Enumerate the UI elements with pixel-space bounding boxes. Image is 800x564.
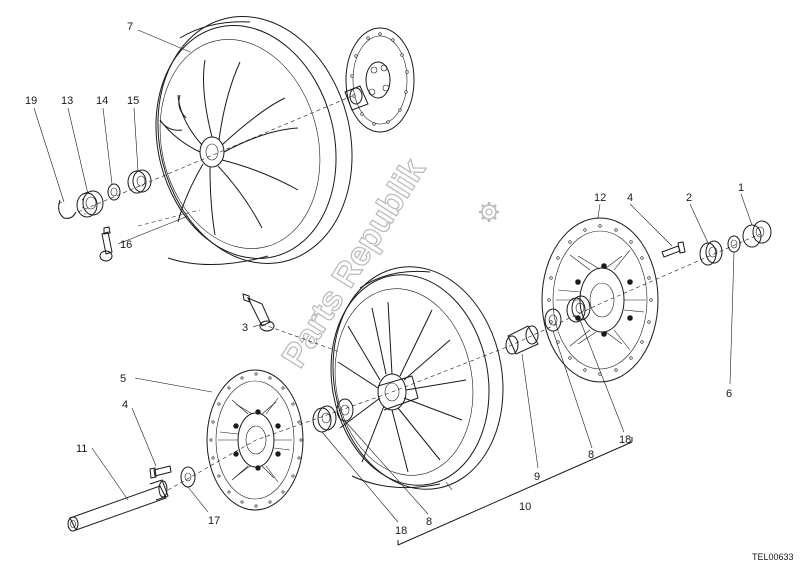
front-center-spacer: [505, 325, 539, 355]
callout-8-right: 8: [588, 449, 594, 461]
callout-2: 2: [686, 192, 692, 204]
rear-wheel: [155, 16, 369, 266]
callout-11: 11: [76, 443, 87, 455]
rear-spacer-ring: [107, 183, 121, 201]
gear-icon: [479, 202, 499, 222]
callout-14: 14: [96, 95, 108, 107]
front-axle: [67, 479, 169, 532]
callout-labels: 7 19 13 14 15 16 12 4 2 1 6 3 5 4 11 17 …: [25, 21, 744, 537]
callout-3: 3: [242, 322, 248, 334]
washer: [180, 466, 196, 488]
callout-4-right: 4: [627, 192, 633, 204]
callout-13: 13: [61, 95, 73, 107]
callout-15: 15: [127, 95, 139, 107]
leader-lines: [33, 29, 753, 523]
callout-9: 9: [534, 471, 540, 483]
callout-18-left: 18: [395, 525, 407, 537]
callout-12: 12: [594, 192, 606, 204]
left-disc-bolt: [149, 465, 172, 479]
rear-valve: [99, 226, 113, 262]
watermark-text: Parts Republik: [275, 152, 433, 374]
callout-19: 19: [25, 95, 37, 107]
callout-18-right: 18: [619, 434, 631, 446]
front-valve: [242, 293, 275, 332]
front-right-spacer: [544, 308, 562, 332]
watermark: Parts Republik: [274, 152, 434, 375]
callout-17: 17: [208, 515, 220, 527]
front-left-brake-disc: [206, 369, 304, 511]
callout-7: 7: [127, 21, 133, 33]
front-right-bearing: [566, 295, 591, 323]
right-spacer-2: [699, 240, 723, 266]
rear-circlip: [57, 199, 77, 219]
rear-ring-nut: [76, 190, 104, 218]
callout-8-left: 8: [426, 516, 432, 528]
callout-5: 5: [120, 373, 126, 385]
callout-16: 16: [120, 239, 132, 251]
right-disc-bolt: [661, 241, 686, 258]
callout-1: 1: [738, 182, 744, 194]
front-wheel: [330, 266, 504, 490]
axle-nut-1: [742, 220, 772, 248]
rear-brake-disc: [345, 27, 415, 133]
right-ring-6: [727, 235, 741, 253]
callout-6: 6: [726, 388, 732, 400]
callout-4-left: 4: [122, 399, 128, 411]
reference-code: TEL00633: [752, 552, 794, 562]
callout-10: 10: [519, 501, 531, 513]
front-right-brake-disc: [541, 217, 659, 383]
front-left-bearing: [312, 405, 337, 433]
